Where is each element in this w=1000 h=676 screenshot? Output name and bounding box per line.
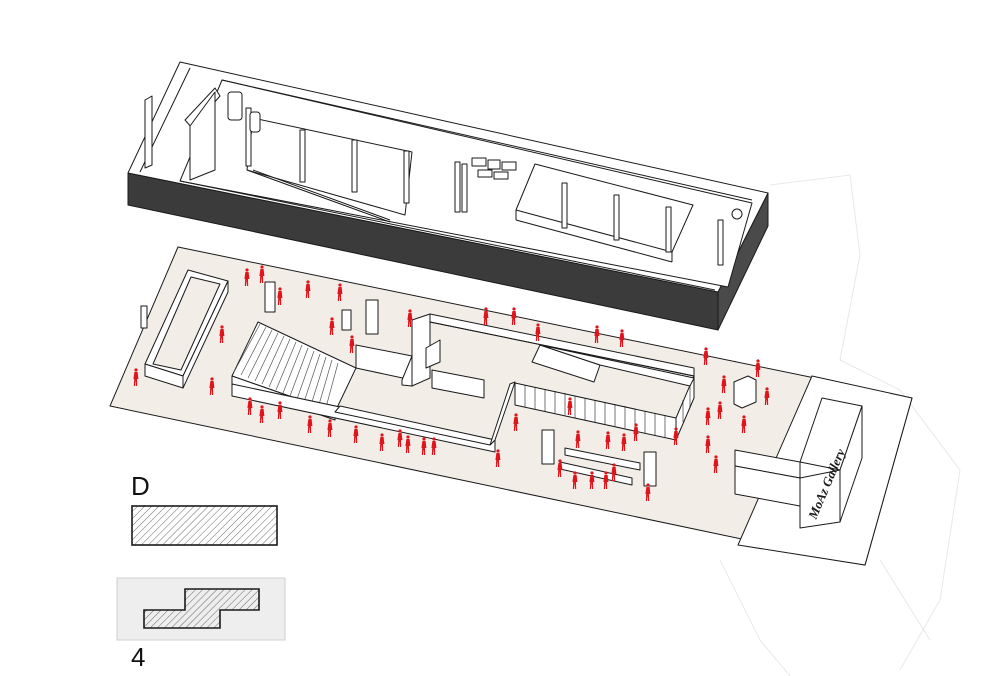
level-label: 4: [131, 642, 146, 672]
ground-floor-elements: [140, 269, 863, 529]
level-footprint-swatch: [143, 588, 260, 629]
section-label: D: [131, 471, 150, 501]
context-ghost-lines: [719, 174, 961, 676]
upper-level-volume: [127, 61, 769, 331]
section-swatch: [131, 505, 278, 546]
upper-furniture-cluster: [471, 157, 517, 180]
reception-desk: [734, 397, 863, 529]
upper-figures: [227, 91, 743, 220]
legend: [116, 505, 286, 641]
